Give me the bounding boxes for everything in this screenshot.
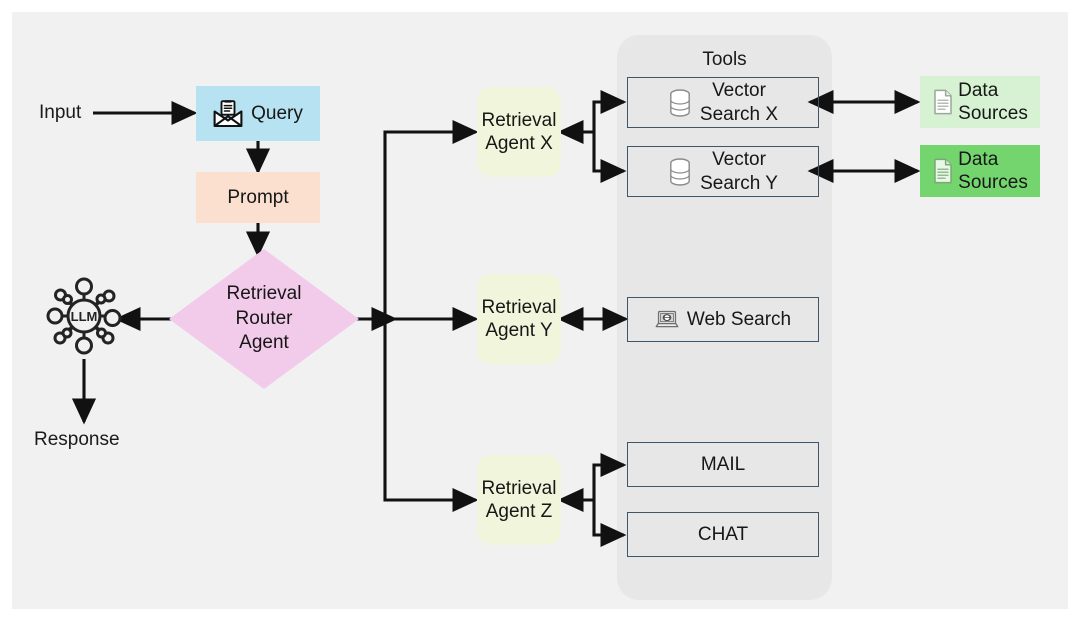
router-line-1: Retrieval (226, 282, 302, 304)
llm-network-icon: LLM (42, 274, 126, 358)
vector-search-x-node: Vector Search X (627, 77, 819, 128)
vector-search-y-label: Vector Search Y (700, 148, 778, 194)
tools-panel: Tools (617, 35, 832, 600)
agent-x-line-2: Agent X (485, 133, 553, 154)
web-search-node: Web Search (627, 297, 819, 342)
response-label: Response (34, 429, 120, 451)
retrieval-agent-y-node: Retrieval Agent Y (477, 274, 561, 364)
query-node: Query (196, 86, 320, 141)
query-label: Query (251, 102, 303, 124)
retrieval-agent-z-node: Retrieval Agent Z (477, 455, 561, 545)
mail-label: MAIL (700, 453, 746, 475)
database-cylinder-icon (668, 88, 692, 118)
tools-panel-title: Tools (702, 49, 747, 70)
chat-label: CHAT (697, 523, 749, 545)
agent-y-label: Retrieval Agent Y (482, 296, 557, 342)
data-sources-dark-label: Data Sources (958, 148, 1028, 194)
router-line-2: Router (235, 307, 293, 329)
vector-search-y-line-2: Search Y (700, 172, 778, 194)
agent-x-label: Retrieval Agent X (482, 109, 557, 155)
document-lines-icon (932, 158, 954, 184)
vector-search-x-line-1: Vector (712, 80, 766, 102)
retrieval-router-agent-label: Retrieval Router Agent (227, 282, 302, 356)
vector-search-y-node: Vector Search Y (627, 146, 819, 197)
prompt-label: Prompt (227, 186, 289, 208)
open-envelope-document-icon (213, 99, 243, 128)
retrieval-agent-x-node: Retrieval Agent X (477, 87, 561, 177)
document-lines-icon (932, 89, 954, 115)
vector-search-y-line-1: Vector (712, 149, 766, 171)
agent-y-line-1: Retrieval (481, 296, 557, 318)
diagram-stage: Tools (12, 12, 1068, 609)
router-line-3: Agent (239, 332, 289, 354)
agent-z-line-1: Retrieval (481, 477, 557, 499)
vector-search-x-label: Vector Search X (700, 79, 778, 125)
agent-z-line-2: Agent Z (485, 501, 553, 522)
database-cylinder-icon (668, 157, 692, 187)
laptop-globe-icon (655, 310, 679, 330)
input-label: Input (39, 102, 82, 124)
data-sources-dark-line-2: Sources (958, 172, 1028, 193)
data-sources-light-line-1: Data (958, 79, 999, 101)
data-sources-light-label: Data Sources (958, 79, 1028, 125)
retrieval-router-agent-node: Retrieval Router Agent (169, 249, 359, 389)
data-sources-dark-line-1: Data (958, 148, 999, 170)
data-sources-dark-node: Data Sources (920, 145, 1040, 197)
data-sources-light-line-2: Sources (958, 103, 1028, 124)
agent-x-line-1: Retrieval (481, 109, 557, 131)
agent-y-line-2: Agent Y (485, 320, 553, 341)
llm-icon-label: LLM (71, 309, 98, 324)
web-search-label: Web Search (686, 308, 792, 330)
data-sources-light-node: Data Sources (920, 76, 1040, 128)
agent-z-label: Retrieval Agent Z (482, 477, 557, 523)
prompt-node: Prompt (196, 172, 320, 223)
chat-node: CHAT (627, 512, 819, 557)
mail-node: MAIL (627, 442, 819, 487)
vector-search-x-line-2: Search X (699, 103, 779, 125)
